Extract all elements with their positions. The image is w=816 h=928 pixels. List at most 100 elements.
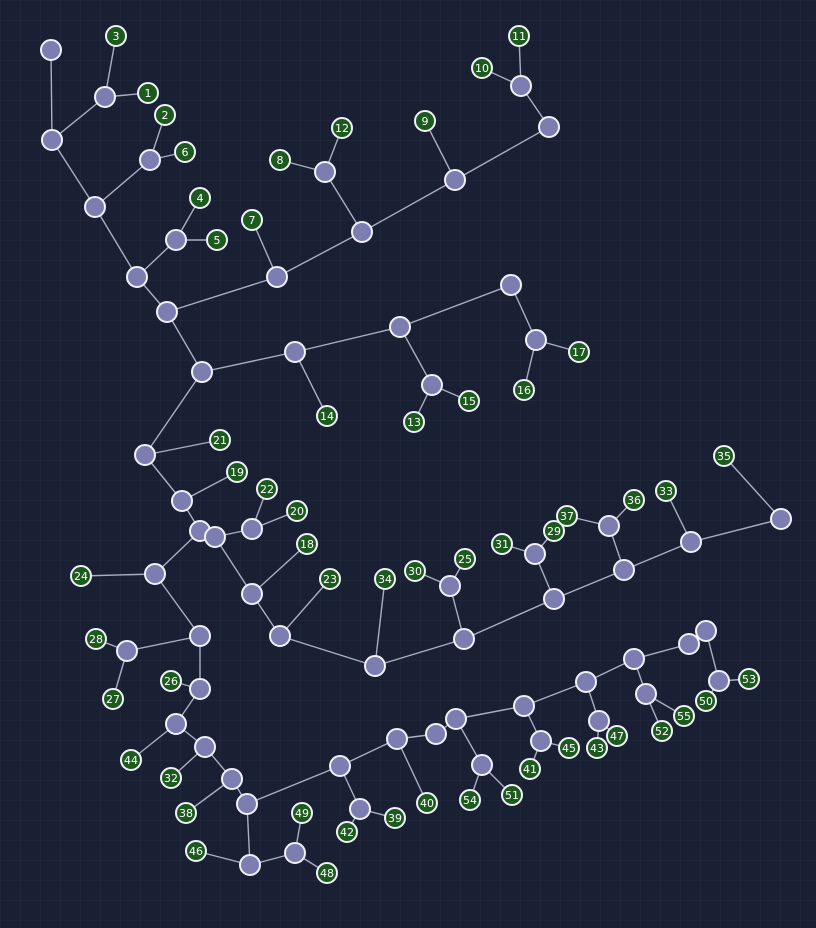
graph-node[interactable] — [126, 266, 148, 288]
node-19[interactable]: 19 — [226, 461, 248, 483]
graph-node[interactable] — [165, 229, 187, 251]
node-43[interactable]: 43 — [586, 737, 608, 759]
graph-node[interactable] — [349, 798, 371, 820]
node-14[interactable]: 14 — [316, 405, 338, 427]
graph-node[interactable] — [269, 625, 291, 647]
node-2[interactable]: 2 — [154, 104, 176, 126]
node-15[interactable]: 15 — [458, 390, 480, 412]
graph-node[interactable] — [239, 854, 261, 876]
node-35[interactable]: 35 — [713, 445, 735, 467]
graph-node[interactable] — [613, 559, 635, 581]
graph-node[interactable] — [678, 633, 700, 655]
node-25[interactable]: 25 — [454, 548, 476, 570]
node-46[interactable]: 46 — [185, 840, 207, 862]
node-6[interactable]: 6 — [174, 141, 196, 163]
node-7[interactable]: 7 — [241, 209, 263, 231]
graph-node[interactable] — [134, 444, 156, 466]
graph-node[interactable] — [329, 755, 351, 777]
graph-node[interactable] — [241, 518, 263, 540]
node-33[interactable]: 33 — [655, 480, 677, 502]
graph-node[interactable] — [189, 625, 211, 647]
graph-node[interactable] — [41, 129, 63, 151]
node-55[interactable]: 55 — [673, 705, 695, 727]
node-11[interactable]: 11 — [508, 25, 530, 47]
node-29[interactable]: 29 — [543, 520, 565, 542]
graph-node[interactable] — [530, 730, 552, 752]
graph-node[interactable] — [351, 221, 373, 243]
graph-node[interactable] — [236, 793, 258, 815]
graph-node[interactable] — [156, 301, 178, 323]
graph-node[interactable] — [191, 361, 213, 383]
node-30[interactable]: 30 — [404, 560, 426, 582]
node-21[interactable]: 21 — [209, 429, 231, 451]
graph-node[interactable] — [444, 169, 466, 191]
graph-node[interactable] — [171, 490, 193, 512]
node-18[interactable]: 18 — [296, 533, 318, 555]
node-13[interactable]: 13 — [403, 411, 425, 433]
node-31[interactable]: 31 — [491, 533, 513, 555]
node-16[interactable]: 16 — [513, 379, 535, 401]
node-22[interactable]: 22 — [256, 478, 278, 500]
graph-node[interactable] — [471, 754, 493, 776]
graph-node[interactable] — [538, 116, 560, 138]
graph-node[interactable] — [598, 515, 620, 537]
graph-node[interactable] — [453, 628, 475, 650]
node-38[interactable]: 38 — [175, 802, 197, 824]
node-24[interactable]: 24 — [70, 565, 92, 587]
graph-node[interactable] — [284, 341, 306, 363]
graph-node[interactable] — [189, 678, 211, 700]
node-45[interactable]: 45 — [558, 737, 580, 759]
node-3[interactable]: 3 — [105, 25, 127, 47]
graph-node[interactable] — [116, 640, 138, 662]
node-51[interactable]: 51 — [501, 784, 523, 806]
node-9[interactable]: 9 — [414, 110, 436, 132]
graph-node[interactable] — [386, 728, 408, 750]
graph-node[interactable] — [221, 768, 243, 790]
node-34[interactable]: 34 — [374, 568, 396, 590]
node-23[interactable]: 23 — [319, 568, 341, 590]
graph-node[interactable] — [439, 575, 461, 597]
graph-node[interactable] — [425, 723, 447, 745]
node-28[interactable]: 28 — [85, 628, 107, 650]
node-44[interactable]: 44 — [120, 749, 142, 771]
graph-node[interactable] — [94, 86, 116, 108]
node-8[interactable]: 8 — [269, 149, 291, 171]
graph-node[interactable] — [525, 329, 547, 351]
node-10[interactable]: 10 — [471, 57, 493, 79]
node-37[interactable]: 37 — [556, 505, 578, 527]
node-4[interactable]: 4 — [189, 187, 211, 209]
node-32[interactable]: 32 — [160, 767, 182, 789]
graph-node[interactable] — [513, 695, 535, 717]
graph-node[interactable] — [695, 620, 717, 642]
graph-node[interactable] — [543, 588, 565, 610]
graph-node[interactable] — [623, 648, 645, 670]
graph-node[interactable] — [139, 149, 161, 171]
graph-node[interactable] — [284, 842, 306, 864]
graph-node[interactable] — [144, 563, 166, 585]
node-54[interactable]: 54 — [459, 789, 481, 811]
node-48[interactable]: 48 — [316, 862, 338, 884]
node-47[interactable]: 47 — [606, 725, 628, 747]
node-40[interactable]: 40 — [416, 792, 438, 814]
graph-node[interactable] — [266, 266, 288, 288]
node-5[interactable]: 5 — [206, 229, 228, 251]
node-52[interactable]: 52 — [651, 720, 673, 742]
graph-node[interactable] — [680, 531, 702, 553]
graph-node[interactable] — [635, 683, 657, 705]
node-39[interactable]: 39 — [384, 807, 406, 829]
graph-node[interactable] — [241, 583, 263, 605]
graph-node[interactable] — [575, 671, 597, 693]
graph-node[interactable] — [364, 655, 386, 677]
graph-node[interactable] — [588, 710, 610, 732]
node-53[interactable]: 53 — [738, 668, 760, 690]
graph-node[interactable] — [84, 196, 106, 218]
graph-node[interactable] — [421, 374, 443, 396]
node-42[interactable]: 42 — [336, 821, 358, 843]
graph-node[interactable] — [445, 708, 467, 730]
graph-node[interactable] — [314, 161, 336, 183]
node-41[interactable]: 41 — [519, 758, 541, 780]
graph-node[interactable] — [165, 713, 187, 735]
graph-node[interactable] — [194, 736, 216, 758]
graph-node[interactable] — [500, 274, 522, 296]
node-36[interactable]: 36 — [623, 489, 645, 511]
